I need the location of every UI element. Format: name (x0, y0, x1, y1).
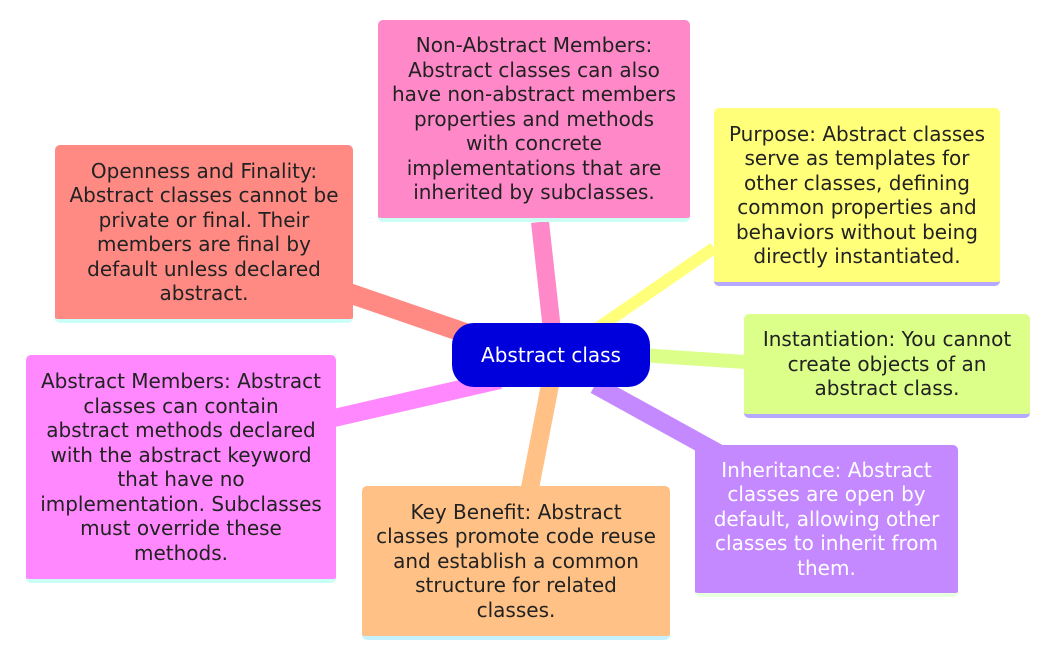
root-label: Abstract class (481, 343, 621, 367)
node-line: abstract class. (814, 376, 960, 401)
node-line: structure for related (415, 573, 617, 598)
node-line: Abstract classes cannot be (69, 183, 339, 207)
node-line: Openness and Finality: (90, 158, 318, 183)
node-line: serve as templates for (744, 146, 970, 170)
node-instantiation: Instantiation: You cannot create objects… (744, 314, 1030, 418)
node-purpose: Purpose: Abstract classes serve as templ… (714, 108, 1000, 286)
node-line: inherited by subclasses. (413, 180, 655, 205)
node-openness-and-finality: Openness and Finality: Abstract classes … (55, 145, 353, 323)
node-line: classes are open by (727, 482, 926, 507)
edge-inheritance (590, 377, 727, 463)
node-line: common properties and (737, 195, 977, 219)
node-line: with concrete (466, 131, 602, 156)
node-line: abstract methods declared (46, 418, 316, 442)
edge-instantiation (639, 348, 747, 369)
node-line: Abstract classes can also (408, 57, 660, 82)
node-line: must override these (80, 516, 282, 540)
node-line: members are final by (97, 232, 311, 256)
node-line: properties and methods (413, 106, 655, 131)
node-line: classes promote code reuse (376, 524, 656, 549)
node-non-abstract-members: Non-Abstract Members: Abstract classes c… (378, 20, 690, 222)
node-line: Purpose: Abstract classes (728, 121, 986, 146)
node-line: Abstract Members: Abstract (40, 369, 322, 393)
node-line: implementations that are (406, 155, 662, 180)
root-node: Abstract class (452, 323, 650, 387)
node-line: Inheritance: Abstract (721, 457, 932, 482)
node-line: and establish a common (393, 548, 639, 573)
node-line: methods. (133, 540, 228, 565)
node-line: classes can contain (83, 393, 279, 418)
node-inheritance: Inheritance: Abstract classes are open b… (695, 445, 958, 597)
node-line: behaviors without being (735, 219, 978, 244)
edge-nonabstract (531, 221, 561, 331)
node-line: that have no (117, 467, 245, 491)
node-line: other classes, defining (744, 170, 970, 195)
node-line: classes to inherit from (715, 531, 938, 556)
node-line: default unless declared (87, 256, 321, 281)
edge-purpose (591, 243, 718, 335)
node-line: Non-Abstract Members: (415, 33, 653, 58)
node-key-benefit: Key Benefit: Abstract classes promote co… (362, 486, 670, 640)
edge-keybenefit (521, 383, 559, 490)
node-line: with the abstract keyword (50, 442, 312, 467)
node-line: directly instantiated. (753, 244, 961, 268)
node-line: implementation. Subclasses (40, 491, 322, 516)
node-line: have non-abstract members (391, 82, 677, 107)
node-line: private or final. Their (98, 207, 310, 232)
node-line: create objects of an (787, 351, 987, 376)
node-line: Instantiation: You cannot (762, 327, 1012, 352)
node-line: Key Benefit: Abstract (410, 499, 622, 524)
node-line: classes. (476, 597, 556, 622)
node-line: abstract. (159, 281, 249, 305)
node-line: them. (797, 555, 856, 580)
node-abstract-members: Abstract Members: Abstract classes can c… (26, 355, 336, 583)
node-line: default, allowing other (713, 506, 940, 531)
